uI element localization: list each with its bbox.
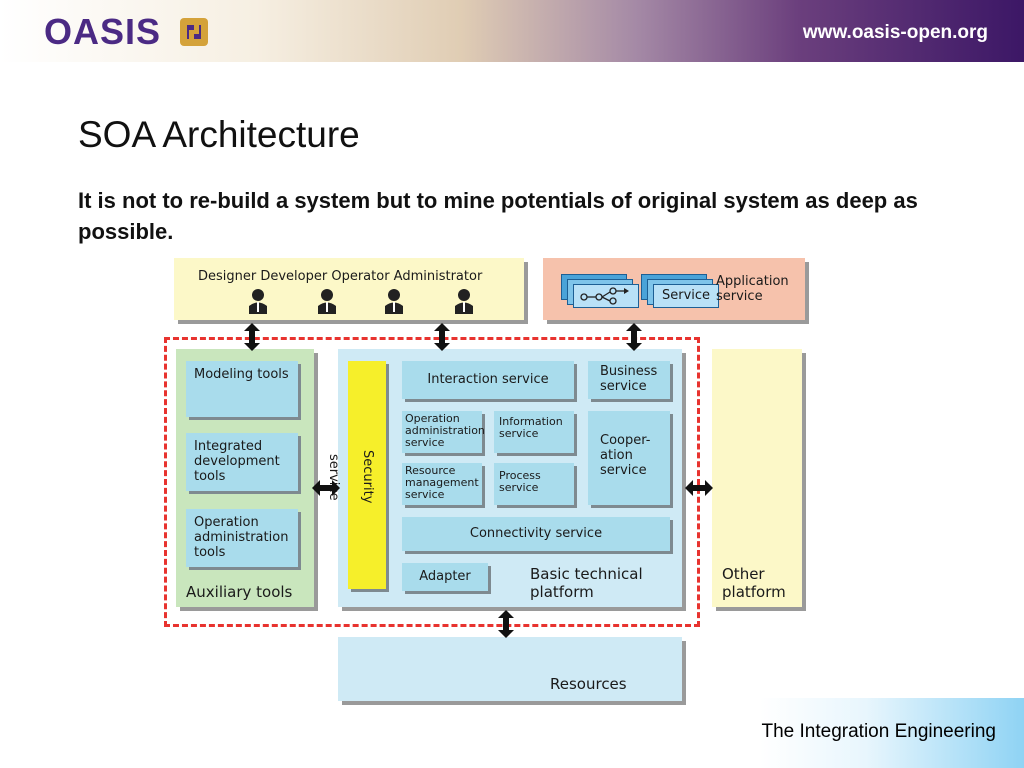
service-front-box: Service [653,284,719,308]
roles-box: Designer Developer Operator Administrato… [174,258,524,320]
service-flow-box [573,284,639,308]
process-service-box: Process service [494,463,574,505]
operation-administration-tools-box: Operation administration tools [186,509,298,567]
arrow-application-to-platform [626,323,642,351]
operation-administration-service-box: Operation administration service [402,411,485,453]
integrated-development-tools-box: Integrated development tools [186,433,298,491]
basic-technical-platform-label: Basic technical platform [530,565,643,601]
information-service-box: Information service [494,411,574,453]
auxiliary-tools-panel: Modeling tools Integrated development to… [176,349,314,607]
oasis-logo-mark-icon [180,18,208,46]
security-service-label: Security service [326,450,375,504]
footer-text: The Integration Engineering [761,721,997,742]
other-platform-label: Other platform [722,565,786,601]
resource-management-service-box: Resource management service [402,463,482,505]
developer-user-icon [318,289,336,314]
interaction-service-box: Interaction service [402,361,574,399]
cooperation-service-box: Cooper- ation service [588,411,670,505]
arrow-platform-to-other [685,480,713,496]
service-flow-icon [580,287,629,305]
slide-subtitle: It is not to re-build a system but to mi… [78,188,918,244]
auxiliary-tools-label: Auxiliary tools [186,583,293,601]
basic-technical-platform-panel: Security service Interaction service Bus… [326,349,682,607]
website-url[interactable]: www.oasis-open.org [802,22,988,43]
resources-box: Resources [338,637,682,701]
security-service-box: Security service [326,361,386,589]
arrow-roles-to-auxiliary [244,323,260,351]
resources-label: Resources [550,675,627,693]
roles-label: Designer Developer Operator Administrato… [198,269,483,284]
header-band [0,0,1024,62]
footer-band [760,698,1024,768]
designer-user-icon [249,289,267,314]
adapter-box: Adapter [402,563,488,591]
arrow-platform-to-resources [498,610,514,638]
administrator-user-icon [455,289,473,314]
arrow-roles-to-platform [434,323,450,351]
operator-user-icon [385,289,403,314]
application-service-label: Application service [716,274,789,304]
arrow-auxiliary-to-platform [312,480,340,496]
application-service-box: Service Application service [543,258,805,320]
connectivity-service-box: Connectivity service [402,517,670,551]
soa-boundary-dashed [164,337,700,627]
modeling-tools-box: Modeling tools [186,361,298,417]
slide-title: SOA Architecture [78,114,360,155]
oasis-logo: OASIS [44,11,162,52]
soa-architecture-diagram: Designer Developer Operator Administrato… [160,255,812,707]
other-platform-panel: Other platform [712,349,802,607]
business-service-box: Business service [588,361,670,399]
